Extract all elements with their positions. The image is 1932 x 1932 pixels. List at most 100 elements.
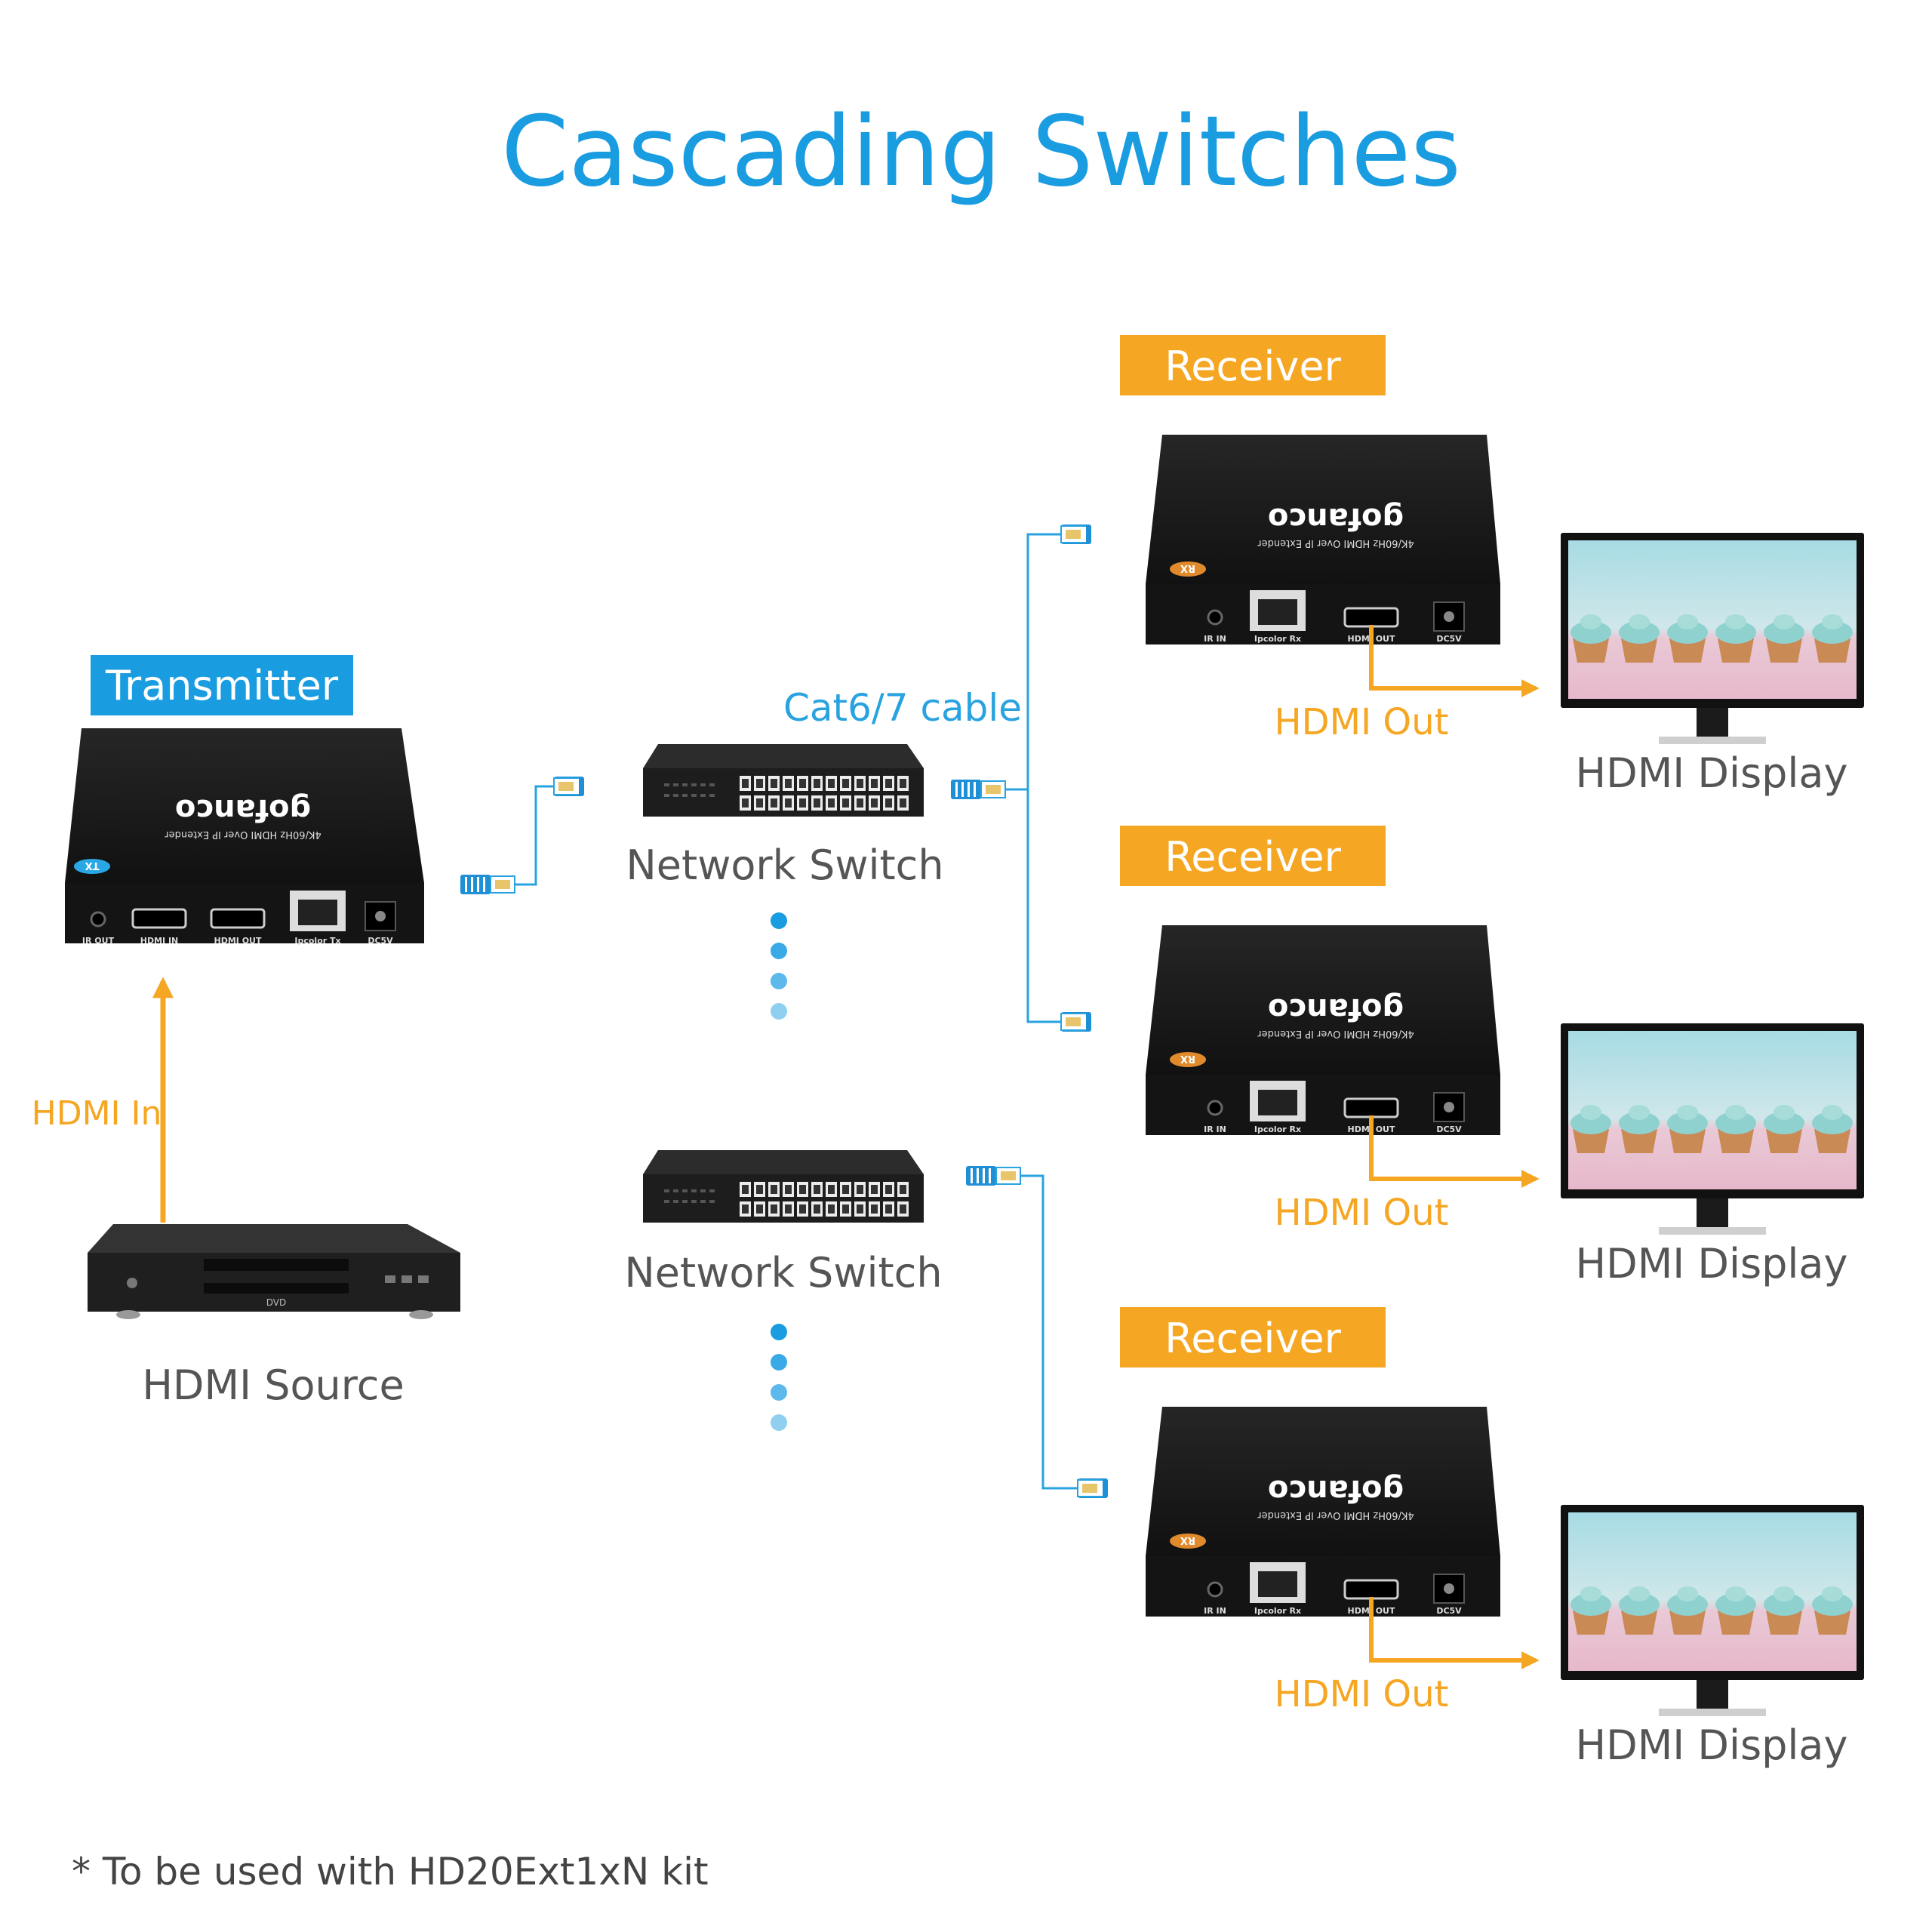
receiver-tag: Receiver [1120, 826, 1386, 886]
receiver-tag: Receiver [1120, 335, 1386, 395]
hdmi-out-arrow [1369, 625, 1540, 697]
hdmi-display-label: HDMI Display [1576, 1240, 1848, 1287]
display-screen [1568, 540, 1857, 699]
cupcake [1766, 638, 1802, 663]
tx-badge-label: TX [85, 860, 100, 871]
receiver-port-label: DC5V [1436, 634, 1462, 644]
rx-badge [1170, 1052, 1206, 1067]
receiver-port-label: DC5V [1436, 1124, 1462, 1134]
cupcake [1669, 638, 1706, 663]
transmitter-port-label: IR OUT [82, 936, 115, 946]
hdmi-out-label: HDMI Out [1275, 701, 1449, 743]
hdmi-out-port [1343, 1579, 1399, 1600]
receiver-brand: gofanco [1268, 501, 1404, 536]
cupcake [1621, 1611, 1657, 1635]
cupcake [1621, 638, 1657, 663]
receiver-brand: gofanco [1268, 992, 1404, 1026]
receiver-port-label: IR IN [1204, 1606, 1226, 1616]
transmitter-port-label: Ipcolor Tx [294, 936, 340, 946]
hdmi-display-label: HDMI Display [1576, 749, 1848, 797]
hdmi-out-label: HDMI Out [1275, 1192, 1449, 1234]
rj45-plug [1077, 1478, 1108, 1498]
hdmi-out-arrow [1369, 1115, 1540, 1188]
transmitter-model: 4K/60Hz HDMI Over IP Extender [165, 829, 321, 840]
hdmi-in-port [131, 908, 187, 929]
hdmi-display-label: HDMI Display [1576, 1721, 1848, 1769]
hdmi-out-port [1343, 607, 1399, 628]
rj45-plug [951, 780, 1006, 799]
receiver-port-label: DC5V [1436, 1606, 1462, 1616]
page-title: Cascading Switches [501, 96, 1461, 208]
switch-top [643, 744, 924, 768]
transmitter-port-label: HDMI IN [140, 936, 179, 946]
receiver-tag-label: Receiver [1164, 833, 1341, 881]
hdmi-out-label: HDMI Out [1275, 1673, 1449, 1715]
network-switch-1 [643, 744, 924, 817]
network-switch-2-label: Network Switch [624, 1249, 942, 1297]
network-switch-2 [643, 1150, 924, 1223]
rx-badge-label: RX [1180, 562, 1195, 574]
receiver-top [1146, 925, 1500, 1075]
transmitter-device: gofanco 4K/60Hz HDMI Over IP Extender TX… [65, 728, 424, 946]
rj45-connectors [460, 525, 1108, 1498]
cupcake [1669, 1611, 1706, 1635]
cupcake [1573, 1129, 1609, 1153]
rj45-plug [1060, 1012, 1091, 1032]
receiver-port-label: IR IN [1204, 634, 1226, 644]
receiver-model: 4K/60Hz HDMI Over IP Extender [1257, 1509, 1414, 1521]
hdmi-out-port [210, 908, 266, 929]
transmitter-brand: gofanco [175, 792, 311, 827]
receiver-tag-label: Receiver [1164, 1315, 1341, 1362]
cat-cables [497, 533, 1085, 1490]
rx-badge-label: RX [1180, 1053, 1195, 1064]
receiver-port-label: Ipcolor Rx [1254, 1124, 1301, 1134]
ir-in-port [1207, 609, 1223, 626]
display-screen [1568, 1031, 1857, 1189]
display-screen [1568, 1512, 1857, 1671]
receiver-2: Receiver gofanco 4K/60Hz HDMI Over IP Exte… [1120, 826, 1864, 1287]
transmitter-tag: Transmitter [91, 655, 353, 715]
receiver-tag: Receiver [1120, 1307, 1386, 1367]
hdmi-source-label: HDMI Source [142, 1361, 404, 1409]
transmitter-tag-label: Transmitter [105, 662, 339, 709]
cupcake [1718, 1611, 1754, 1635]
cupcake [1621, 1129, 1657, 1153]
ir-out-port [90, 911, 106, 928]
rj45-plug [966, 1166, 1021, 1186]
cupcake [1573, 1611, 1609, 1635]
cupcake [1814, 1129, 1850, 1153]
continuation-dots-1 [771, 912, 787, 1020]
rj45-plug [553, 777, 584, 796]
hdmi-display [1561, 1023, 1864, 1235]
receiver-top [1146, 435, 1500, 584]
ir-in-port [1207, 1100, 1223, 1116]
cupcake [1718, 1129, 1754, 1153]
receiver-port-label: Ipcolor Rx [1254, 1606, 1301, 1616]
cupcake [1573, 638, 1609, 663]
cupcake [1814, 638, 1850, 663]
hdmi-out-arrow [1369, 1597, 1540, 1669]
cupcake [1814, 1611, 1850, 1635]
cupcake [1766, 1129, 1802, 1153]
transmitter-port-label: DC5V [368, 936, 393, 946]
network-switch-1-label: Network Switch [626, 841, 943, 889]
rx-badge [1170, 561, 1206, 577]
cupcake [1766, 1611, 1802, 1635]
cupcake [1669, 1129, 1706, 1153]
cable-label: Cat6/7 cable [783, 686, 1022, 730]
receiver-model: 4K/60Hz HDMI Over IP Extender [1257, 537, 1414, 549]
dvd-logo: DVD [266, 1297, 286, 1308]
hdmi-display [1561, 1505, 1864, 1716]
rx-badge-label: RX [1180, 1534, 1195, 1546]
continuation-dots-2 [771, 1324, 787, 1431]
cupcake [1718, 638, 1754, 663]
receiver-model: 4K/60Hz HDMI Over IP Extender [1257, 1028, 1414, 1039]
rx-badge [1170, 1534, 1206, 1549]
ir-in-port [1207, 1581, 1223, 1598]
rj45-plug [460, 875, 515, 894]
hdmi-display [1561, 533, 1864, 744]
